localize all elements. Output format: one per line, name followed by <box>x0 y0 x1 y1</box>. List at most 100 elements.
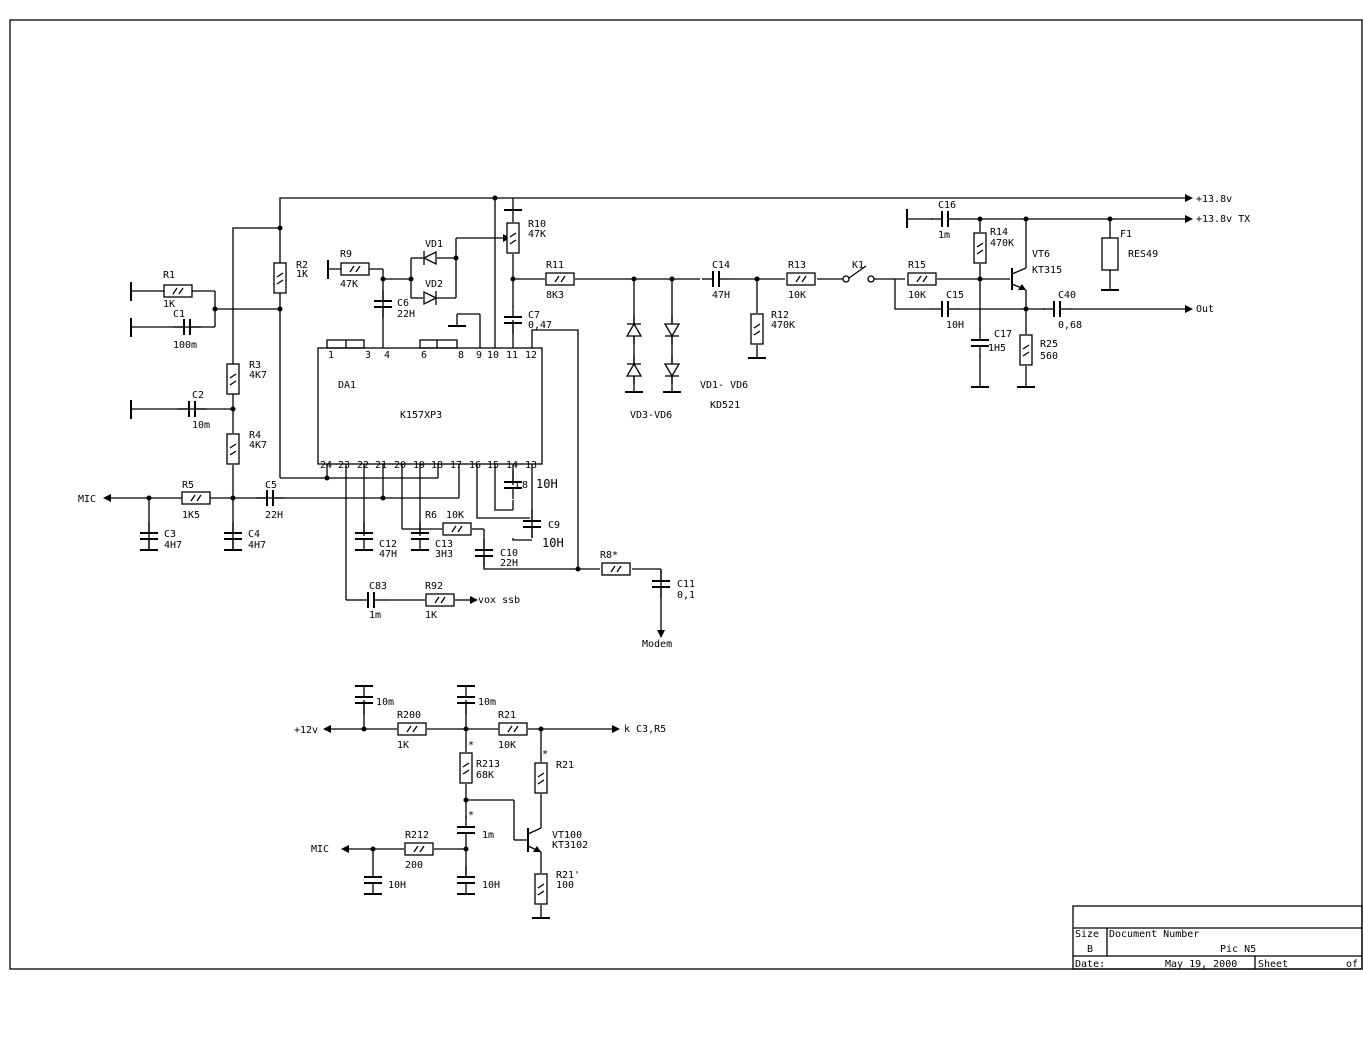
size-label: Size <box>1075 929 1099 940</box>
c83-label: C83 <box>369 581 387 592</box>
vd3-vd6-label: VD3-VD6 <box>630 410 672 421</box>
date-label: Date: <box>1075 959 1105 970</box>
c11-value: 0,1 <box>677 590 695 601</box>
c12-value: 47H <box>379 549 397 560</box>
star-r213: * <box>468 740 474 751</box>
da1-chip <box>317 339 543 465</box>
r92-value: 1K <box>425 610 437 621</box>
r212-resistor <box>404 842 434 856</box>
r21-value: 10K <box>498 740 516 751</box>
date-value: May 19, 2000 <box>1165 959 1237 970</box>
c13-value: 3H3 <box>435 549 453 560</box>
pin-13: 13 <box>525 460 537 471</box>
pin-11: 11 <box>506 350 518 361</box>
k-c3-r5-label: k C3,R5 <box>624 724 666 735</box>
c6-label: C6 <box>397 298 409 309</box>
r13-resistor <box>786 272 816 286</box>
r11-label: R11 <box>546 260 564 271</box>
component-labels: R1 1K C1 100m R2 1K R3 4K7 C2 10m R4 4K7… <box>78 194 1250 891</box>
f1-value: RES49 <box>1128 249 1158 260</box>
title-block: Size B Document Number Pic N5 Date: May … <box>1072 905 1363 970</box>
c83-capacitor <box>356 591 386 609</box>
rail-13v8-tx-label: +13.8v TX <box>1196 214 1250 225</box>
pin-23: 23 <box>338 460 350 471</box>
c11-label: C11 <box>677 579 695 590</box>
pin-22: 22 <box>357 460 369 471</box>
size-value: B <box>1087 944 1093 955</box>
vt6-transistor <box>1011 267 1027 291</box>
vd5-diode <box>626 355 642 385</box>
pin-10: 10 <box>487 350 499 361</box>
mic-preamp-wires <box>323 700 620 918</box>
drawing-frame <box>9 19 1363 970</box>
pin-19: 19 <box>413 460 425 471</box>
pin-9: 9 <box>476 350 482 361</box>
r3-value: 4K7 <box>249 370 267 381</box>
vd2-diode <box>423 290 437 306</box>
pin-3: 3 <box>365 350 371 361</box>
pin-20: 20 <box>394 460 406 471</box>
r21-label: R21 <box>498 710 516 721</box>
c5-value: 22H <box>265 510 283 521</box>
doc-number-label: Document Number <box>1109 929 1199 940</box>
r15-resistor <box>907 272 937 286</box>
pin-8: 8 <box>458 350 464 361</box>
c14-label: C14 <box>712 260 730 271</box>
r200-resistor <box>397 722 427 736</box>
r11-value: 8K3 <box>546 290 564 301</box>
c1-label: C1 <box>173 309 185 320</box>
r6-label: R6 <box>425 510 437 521</box>
mic2-label: MIC <box>311 844 329 855</box>
c7-value: 0,47 <box>528 320 552 331</box>
pin-12: 12 <box>525 350 537 361</box>
c40-capacitor <box>1042 300 1072 318</box>
c2-label: C2 <box>192 390 204 401</box>
vt100-value: KT3102 <box>552 840 588 851</box>
c14-value: 47H <box>712 290 730 301</box>
pin-14: 14 <box>506 460 518 471</box>
r8-resistor <box>601 562 631 576</box>
r15-value: 10K <box>908 290 926 301</box>
c16-value: 1m <box>938 230 950 241</box>
pin-21: 21 <box>375 460 387 471</box>
r213-value: 68K <box>476 770 494 781</box>
c5-label: C5 <box>265 480 277 491</box>
c83-value: 1m <box>369 610 381 621</box>
vox-label: vox ssb <box>478 595 520 606</box>
c13-label: C13 <box>435 539 453 550</box>
c-10m-left-value: 10m <box>376 697 394 708</box>
c2-value: 10m <box>192 420 210 431</box>
r2-resistor <box>273 262 287 294</box>
r12-resistor <box>750 313 764 345</box>
c6-value: 22H <box>397 309 415 320</box>
c3-value: 4H7 <box>164 540 182 551</box>
pin-15: 15 <box>487 460 499 471</box>
r10-label: R10 <box>528 219 546 230</box>
c16-label: C16 <box>938 200 956 211</box>
v12-label: +12v <box>294 725 318 736</box>
vd1-label: VD1 <box>425 239 443 250</box>
c8-value: 10H <box>536 477 558 491</box>
r25-resistor <box>1019 334 1033 366</box>
vd2-label: VD2 <box>425 279 443 290</box>
r2-value: 1K <box>296 269 308 280</box>
r3-label: R3 <box>249 360 261 371</box>
r9-value: 47K <box>340 279 358 290</box>
of-label: of <box>1346 959 1358 970</box>
r212-value: 200 <box>405 860 423 871</box>
c17-capacitor <box>970 328 990 358</box>
r13-value: 10K <box>788 290 806 301</box>
c17-label: C17 <box>994 329 1012 340</box>
r25-label: R25 <box>1040 339 1058 350</box>
c-10h-right-value: 10H <box>482 880 500 891</box>
vt6-value: KT315 <box>1032 265 1062 276</box>
pin-18: 18 <box>431 460 443 471</box>
junction-dots <box>146 195 1113 572</box>
c4-value: 4H7 <box>248 540 266 551</box>
r4-resistor <box>226 433 240 465</box>
vt100-transistor <box>527 827 542 853</box>
r1-value: 1K <box>163 299 175 310</box>
pin-6: 6 <box>421 350 427 361</box>
c4-label: C4 <box>248 529 260 540</box>
r200-value: 1K <box>397 740 409 751</box>
